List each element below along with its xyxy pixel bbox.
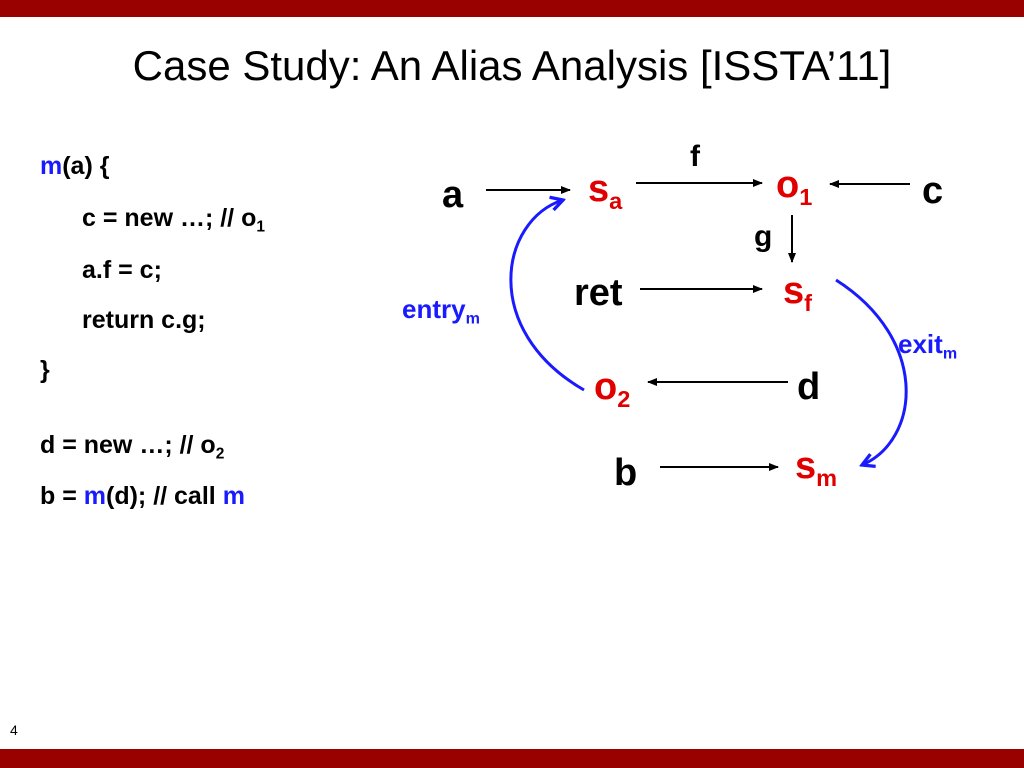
edge-entry-o2-to-sa bbox=[509, 200, 585, 392]
slide-title: Case Study: An Alias Analysis [ISSTA’11] bbox=[132, 42, 892, 89]
edge-label-entry: entrym bbox=[402, 294, 480, 328]
node-o-2: o2 bbox=[594, 366, 631, 413]
bottom-accent-bar bbox=[0, 749, 1024, 768]
edge-label-exit: exitm bbox=[898, 329, 958, 363]
code-line-return: return c.g; bbox=[82, 306, 206, 334]
method-name: m bbox=[40, 152, 63, 180]
edge-exit-sf-to-sm bbox=[835, 278, 908, 465]
code-line-field-store: a.f = c; bbox=[82, 256, 162, 284]
edge-label-f: f bbox=[690, 140, 700, 173]
code-line-method-header: m(a) { bbox=[40, 152, 110, 180]
node-s-m: sm bbox=[795, 445, 838, 492]
node-ret: ret bbox=[574, 272, 623, 314]
node-o-1: o1 bbox=[776, 164, 813, 211]
node-b: b bbox=[614, 452, 638, 494]
node-a: a bbox=[442, 174, 464, 216]
node-s-a: sa bbox=[588, 168, 623, 215]
node-s-f: sf bbox=[783, 270, 812, 317]
code-line-new-o1: c = new …; // o1 bbox=[82, 204, 265, 236]
code-line-close-brace: } bbox=[40, 356, 50, 384]
code-line-new-o2: d = new …; // o2 bbox=[40, 431, 225, 463]
code-line-call: b = m(d); // call m bbox=[40, 482, 245, 510]
node-d: d bbox=[797, 366, 821, 408]
page-number: 4 bbox=[10, 722, 18, 738]
edge-label-g: g bbox=[754, 220, 773, 253]
node-c: c bbox=[922, 170, 944, 212]
top-accent-bar bbox=[0, 0, 1024, 17]
